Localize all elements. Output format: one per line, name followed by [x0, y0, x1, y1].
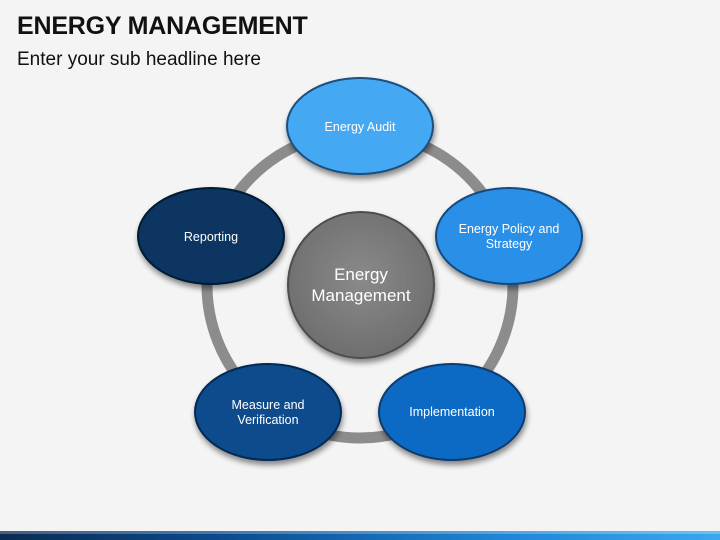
node-implementation: Implementation [378, 363, 526, 461]
footer-accent-bar [0, 531, 720, 540]
node-energy-policy-label-line-2: Strategy [486, 237, 533, 251]
footer-accent-shine [0, 531, 720, 534]
node-energy-policy: Energy Policy and Strategy [435, 187, 583, 285]
page-title: ENERGY MANAGEMENT [17, 12, 308, 40]
node-reporting: Reporting [137, 187, 285, 285]
node-measure-verification-shape [194, 363, 342, 461]
center-label-line-1: Energy [334, 265, 388, 284]
center-node: Energy Management [287, 211, 435, 359]
node-implementation-shape [378, 363, 526, 461]
node-energy-audit-shape [286, 77, 434, 175]
node-energy-policy-label-line-1: Energy Policy and [459, 222, 560, 236]
node-energy-audit: Energy Audit [286, 77, 434, 175]
node-reporting-label: Reporting [184, 230, 238, 244]
node-implementation-label: Implementation [409, 405, 495, 419]
node-reporting-shape [137, 187, 285, 285]
node-measure-verification-label-line-2: Verification [237, 413, 298, 427]
center-label-line-2: Management [311, 286, 411, 305]
node-measure-verification-label-line-1: Measure and [232, 398, 305, 412]
page-subtitle: Enter your sub headline here [17, 49, 261, 70]
node-measure-verification: Measure and Verification [194, 363, 342, 461]
node-energy-policy-shape [435, 187, 583, 285]
node-energy-audit-label: Energy Audit [325, 120, 396, 134]
